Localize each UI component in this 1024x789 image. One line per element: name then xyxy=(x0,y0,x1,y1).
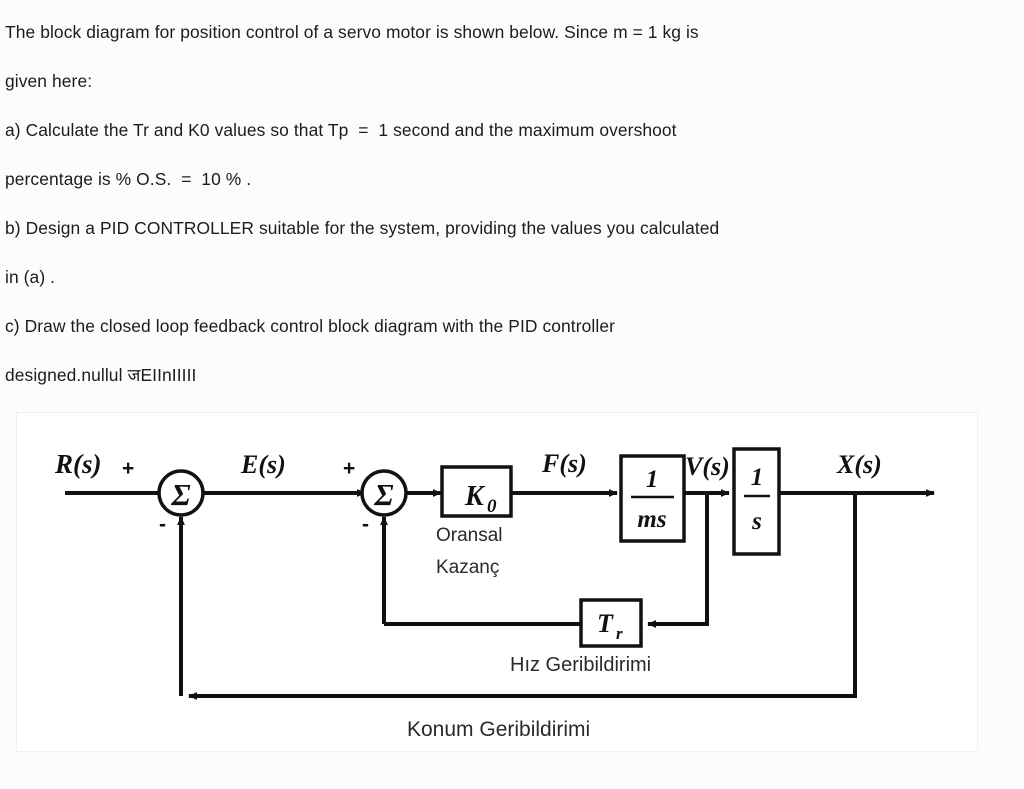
sum1-minus-sign: - xyxy=(159,513,166,536)
position-feedback-caption: Konum Geribildirimi xyxy=(407,718,590,741)
block-diagram-figure: R(s) + Σ - E(s) + Σ - K 0 Oransal Kazanç xyxy=(16,412,978,752)
label-xs: X(s) xyxy=(836,450,882,479)
paragraph-2: given here: xyxy=(5,71,93,91)
paragraph-1: The block diagram for position control o… xyxy=(5,22,699,42)
sum1-plus-sign: + xyxy=(122,457,134,480)
plant-block-numerator: 1 xyxy=(646,466,659,493)
paragraph-6: in (a) . xyxy=(5,267,56,287)
sum2-minus-sign: - xyxy=(362,513,369,536)
plant-block-denominator: ms xyxy=(637,506,666,533)
label-vs: V(s) xyxy=(685,452,730,481)
paragraph-3: a) Calculate the Tr and K0 values so tha… xyxy=(5,120,677,140)
label-rs: R(s) xyxy=(54,449,102,479)
gain-block-label: K xyxy=(464,481,486,512)
tacho-block-caption: Hız Geribildirimi xyxy=(510,654,651,676)
integrator-block-numerator: 1 xyxy=(751,464,764,491)
gain-block-caption-line2: Kazanç xyxy=(436,557,499,578)
sum2-plus-sign: + xyxy=(343,457,355,480)
plant-block-1-over-ms xyxy=(619,454,686,543)
tacho-block-subscript: r xyxy=(616,624,623,643)
paragraph-8: designed.nullul जEIInIIIII xyxy=(5,365,197,385)
tacho-block-label: T xyxy=(597,609,614,638)
paragraph-5: b) Design a PID CONTROLLER suitable for … xyxy=(5,218,720,238)
label-es: E(s) xyxy=(240,450,286,479)
integrator-block-denominator: s xyxy=(751,508,762,535)
summing-junction-2-sigma: Σ xyxy=(373,477,393,512)
gain-block-caption-line1: Oransal xyxy=(436,525,503,546)
integrator-block-1-over-s xyxy=(732,447,781,556)
paragraph-4: percentage is % O.S. = 10 % . xyxy=(5,169,252,189)
gain-block-subscript: 0 xyxy=(487,496,497,517)
problem-statement: The block diagram for position control o… xyxy=(5,8,1015,400)
paragraph-7: c) Draw the closed loop feedback control… xyxy=(5,316,615,336)
block-diagram-svg: R(s) + Σ - E(s) + Σ - K 0 Oransal Kazanç xyxy=(54,447,935,741)
label-fs: F(s) xyxy=(541,449,587,478)
summing-junction-1-sigma: Σ xyxy=(170,477,190,512)
